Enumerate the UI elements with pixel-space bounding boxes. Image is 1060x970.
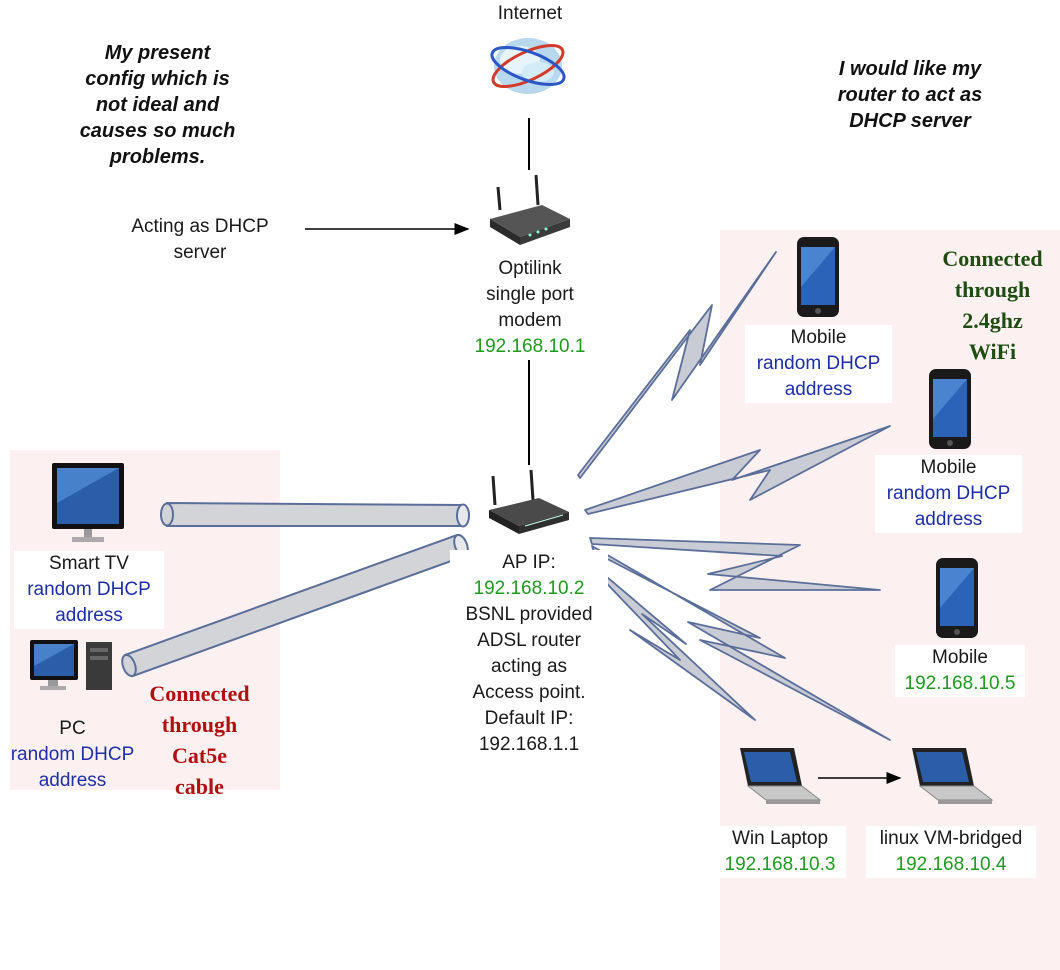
cable-to-pc: [121, 533, 469, 678]
dhcp-server-note: Acting as DHCP server: [131, 216, 269, 263]
smartphone-icon: [929, 369, 971, 449]
ap-ip: 192.168.10.2: [473, 578, 585, 599]
present-config-note: My present config which is not ideal and…: [79, 42, 236, 168]
wifi-link-mobile2: [584, 425, 891, 515]
linux-vm-label: linux VM-bridged 192.168.10.4: [866, 826, 1036, 878]
wifi-zone-caption: Connected through 2.4ghz WiFi: [942, 246, 1043, 364]
router-icon: [489, 469, 569, 534]
wifi-link-mobile1: [577, 251, 777, 479]
mobile-1-label: Mobile random DHCP address: [745, 325, 892, 403]
wifi-link-vm: [591, 545, 891, 741]
modem-label: Optilink single port modem 192.168.10.1: [445, 256, 615, 360]
internet-label: Internet: [497, 3, 563, 24]
cable-to-smart-tv: [160, 501, 470, 528]
mobile-2-label: Mobile random DHCP address: [875, 455, 1022, 533]
desktop-pc-icon: [30, 640, 112, 690]
laptop-icon: [740, 748, 822, 804]
wifi-link-laptop: [589, 565, 756, 721]
laptop-icon: [912, 748, 994, 804]
smart-tv-label: Smart TV random DHCP address: [14, 551, 164, 629]
pc-label: PC random DHCP address: [10, 718, 135, 791]
smartphone-icon: [936, 558, 978, 638]
mobile-3-label: Mobile 192.168.10.5: [895, 645, 1025, 697]
cable-zone-caption: Connected through Cat5e cable: [149, 681, 250, 799]
win-laptop-label: Win Laptop 192.168.10.3: [714, 826, 846, 878]
monitor-icon: [52, 463, 124, 542]
globe-icon: [490, 38, 566, 94]
wifi-link-mobile3: [589, 537, 881, 591]
desired-config-note: I would like my router to act as DHCP se…: [837, 58, 983, 132]
modem-ip: 192.168.10.1: [474, 336, 586, 357]
router-icon: [490, 174, 570, 245]
ap-label: AP IP: 192.168.10.2 BSNL provided ADSL r…: [450, 550, 608, 758]
smartphone-icon: [797, 237, 839, 317]
